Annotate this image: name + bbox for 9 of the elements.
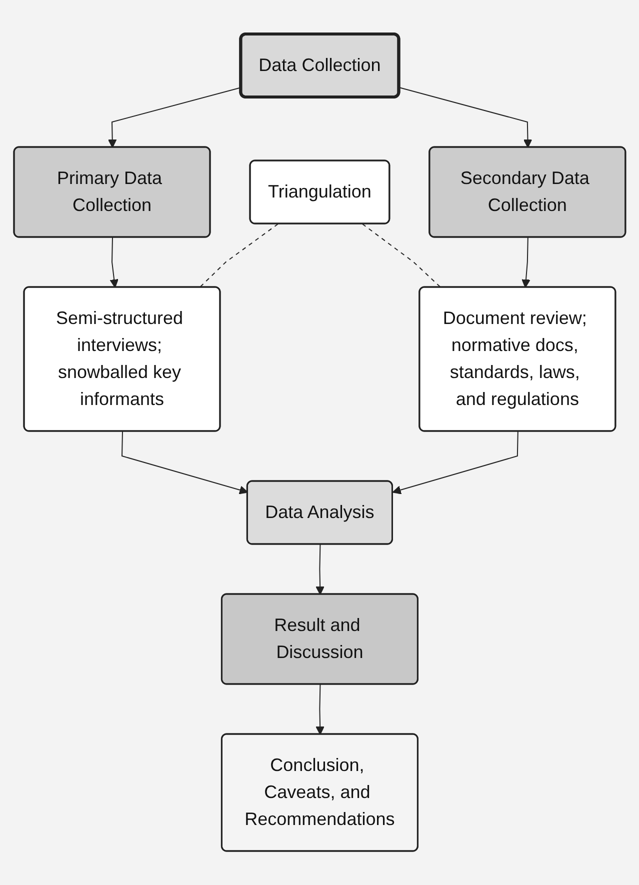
- connector: [198, 224, 278, 288]
- connector: [362, 224, 442, 288]
- arrow: [521, 237, 530, 288]
- arrow: [110, 237, 118, 288]
- arrow: [392, 431, 518, 494]
- arrow: [315, 544, 324, 595]
- arrow: [315, 684, 324, 735]
- arrow: [398, 87, 532, 148]
- arrow: [121, 431, 248, 494]
